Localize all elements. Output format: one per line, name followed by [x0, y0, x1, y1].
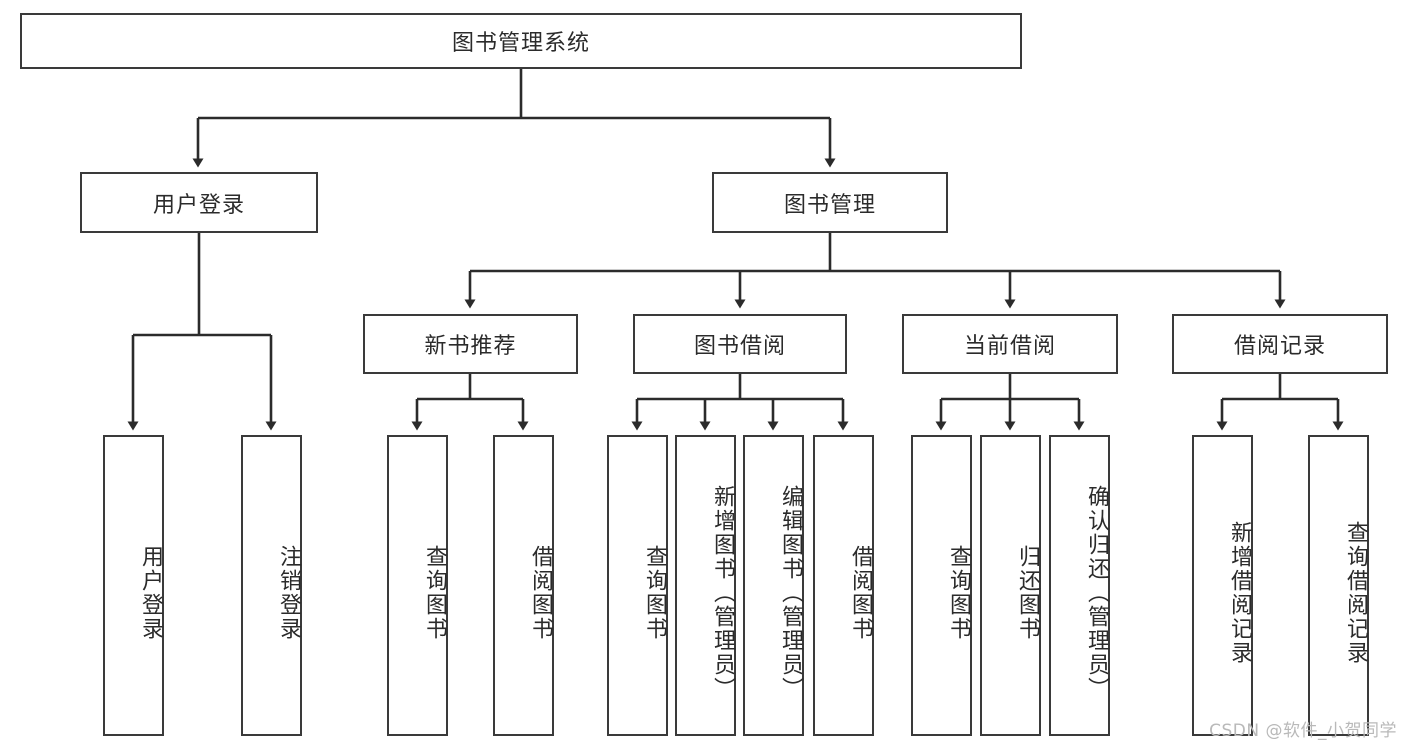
leaf-user-login[interactable]: 用户登录 [103, 435, 164, 736]
leaf-confirm-return-label: 确认归还（管理员） [1084, 484, 1109, 701]
leaf-borrow-book-2-label: 借阅图书 [848, 544, 873, 641]
leaf-query-book-2-label: 查询图书 [642, 544, 667, 641]
leaf-add-book-label: 新增图书（管理员） [710, 484, 735, 701]
leaf-query-borrow-record[interactable]: 查询借阅记录 [1308, 435, 1369, 736]
node-user-login[interactable]: 用户登录 [80, 172, 318, 233]
node-book-borrow-label: 图书借阅 [693, 334, 786, 359]
leaf-edit-book-label: 编辑图书（管理员） [778, 484, 803, 701]
leaf-user-login-label: 用户登录 [138, 544, 163, 641]
leaf-confirm-return[interactable]: 确认归还（管理员） [1049, 435, 1110, 736]
node-book-borrow[interactable]: 图书借阅 [633, 314, 847, 374]
leaf-query-borrow-record-label: 查询借阅记录 [1343, 520, 1368, 665]
leaf-borrow-book-1-label: 借阅图书 [528, 544, 553, 641]
node-current-borrow[interactable]: 当前借阅 [902, 314, 1118, 374]
leaf-add-borrow-record-label: 新增借阅记录 [1227, 520, 1252, 665]
leaf-logout-login[interactable]: 注销登录 [241, 435, 302, 736]
leaf-return-book[interactable]: 归还图书 [980, 435, 1041, 736]
node-user-login-label: 用户登录 [152, 192, 245, 218]
node-new-book-recommend-label: 新书推荐 [424, 334, 517, 359]
leaf-borrow-book-1[interactable]: 借阅图书 [493, 435, 554, 736]
leaf-logout-login-label: 注销登录 [276, 544, 301, 641]
leaf-add-borrow-record[interactable]: 新增借阅记录 [1192, 435, 1253, 736]
leaf-query-book-1-label: 查询图书 [422, 544, 447, 641]
leaf-query-book-3[interactable]: 查询图书 [911, 435, 972, 736]
node-current-borrow-label: 当前借阅 [963, 334, 1056, 359]
node-book-management-label: 图书管理 [783, 192, 876, 218]
node-borrow-record-label: 借阅记录 [1233, 334, 1326, 359]
leaf-query-book-2[interactable]: 查询图书 [607, 435, 668, 736]
leaf-edit-book[interactable]: 编辑图书（管理员） [743, 435, 804, 736]
leaf-add-book[interactable]: 新增图书（管理员） [675, 435, 736, 736]
leaf-query-book-1[interactable]: 查询图书 [387, 435, 448, 736]
node-borrow-record[interactable]: 借阅记录 [1172, 314, 1388, 374]
node-new-book-recommend[interactable]: 新书推荐 [363, 314, 578, 374]
node-root[interactable]: 图书管理系统 [20, 13, 1022, 69]
node-book-management[interactable]: 图书管理 [712, 172, 948, 233]
leaf-borrow-book-2[interactable]: 借阅图书 [813, 435, 874, 736]
leaf-query-book-3-label: 查询图书 [946, 544, 971, 641]
leaf-return-book-label: 归还图书 [1015, 544, 1040, 641]
node-root-label: 图书管理系统 [451, 31, 590, 56]
